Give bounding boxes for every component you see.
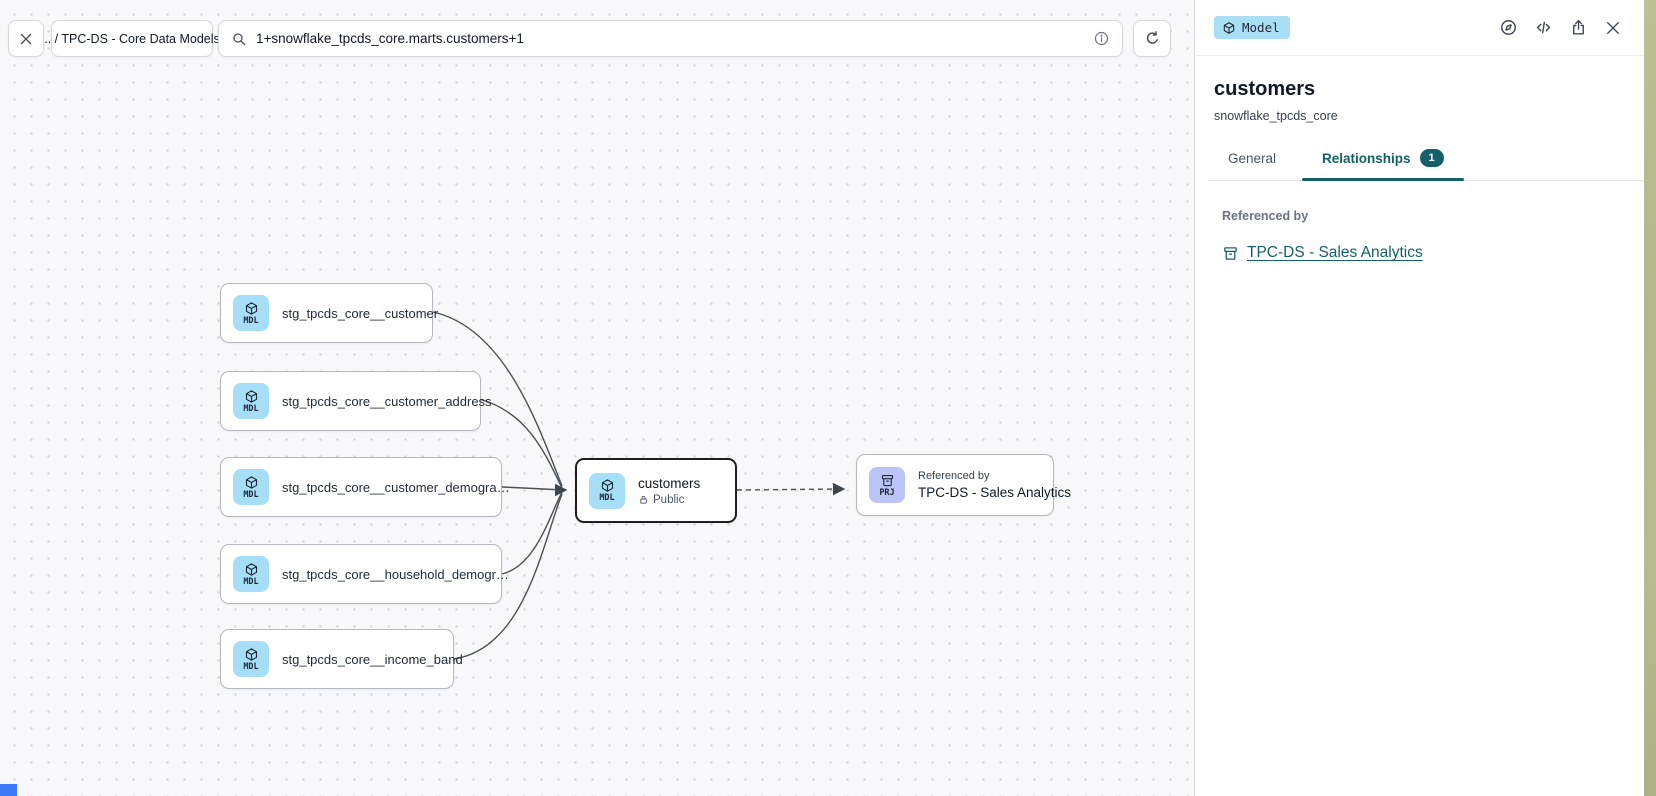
panel-header: Model xyxy=(1195,0,1644,56)
panel-tabs: General Relationships 1 xyxy=(1208,149,1644,181)
node-badge-label: MDL xyxy=(243,315,259,326)
model-cube-icon: MDL xyxy=(233,295,269,331)
model-node-customers-selected[interactable]: MDL customers Public xyxy=(575,458,737,523)
model-cube-icon: MDL xyxy=(233,469,269,505)
info-circle-icon[interactable] xyxy=(1093,30,1110,47)
archive-box-icon xyxy=(1224,246,1237,260)
node-badge-label: MDL xyxy=(243,661,259,672)
close-icon xyxy=(20,33,32,44)
model-node-stg-tpcds-core-customer[interactable]: MDL stg_tpcds_core__customer xyxy=(220,283,438,343)
node-label: stg_tpcds_core__customer xyxy=(282,305,439,321)
referenced-by-link-label: TPC-DS - Sales Analytics xyxy=(1247,244,1423,261)
node-badge-label: MDL xyxy=(599,493,615,504)
close-icon xyxy=(1607,21,1619,34)
node-badge-label: MDL xyxy=(243,576,259,587)
node-access-label: Public xyxy=(653,493,685,506)
node-badge-label: MDL xyxy=(243,403,259,414)
node-badge-label: PRJ xyxy=(879,487,895,498)
breadcrumb-button[interactable]: .. / TPC-DS - Core Data Models xyxy=(44,20,220,57)
details-panel: Model customers snowflake_tpcds_core xyxy=(1194,0,1644,796)
model-cube-icon: MDL xyxy=(233,383,269,419)
referenced-by-link[interactable]: TPC-DS - Sales Analytics xyxy=(1222,244,1625,262)
breadcrumb: .. / TPC-DS - Core Data Models xyxy=(44,31,220,46)
node-label: stg_tpcds_core__household_demogr… xyxy=(282,566,509,582)
lineage-selector-input[interactable] xyxy=(256,31,1084,46)
tab-relationships[interactable]: Relationships 1 xyxy=(1302,149,1464,181)
close-lineage-button[interactable] xyxy=(8,20,44,57)
magnifier-icon xyxy=(233,32,246,45)
resource-type-label: Model xyxy=(1242,20,1280,35)
tab-label: Relationships xyxy=(1322,150,1411,166)
share-button[interactable] xyxy=(1568,18,1588,38)
node-kicker: Referenced by xyxy=(918,470,990,482)
view-code-button[interactable] xyxy=(1533,18,1553,38)
node-label: stg_tpcds_core__customer_address xyxy=(282,393,492,409)
project-subtitle: snowflake_tpcds_core xyxy=(1214,109,1338,123)
lineage-canvas[interactable]: MDL stg_tpcds_core__customer MDL stg_tpc… xyxy=(0,0,1194,796)
compass-icon xyxy=(1500,20,1516,35)
model-node-stg-tpcds-core-customer-address[interactable]: MDL stg_tpcds_core__customer_address xyxy=(220,371,492,431)
refresh-button[interactable] xyxy=(1133,20,1171,57)
resource-type-badge: Model xyxy=(1214,16,1290,39)
model-cube-icon: MDL xyxy=(233,556,269,592)
cube-icon xyxy=(1223,21,1235,34)
code-icon xyxy=(1536,21,1550,34)
node-title: TPC-DS - Sales Analytics xyxy=(918,485,1072,500)
minimap-fragment xyxy=(0,784,17,796)
model-cube-icon: MDL xyxy=(233,641,269,677)
explore-button[interactable] xyxy=(1498,18,1518,38)
desktop-background-strip xyxy=(1644,0,1656,796)
share-icon xyxy=(1572,20,1584,35)
page-title: customers xyxy=(1214,78,1316,100)
refresh-icon xyxy=(1146,31,1158,44)
node-title: customers xyxy=(638,475,701,491)
model-cube-icon: MDL xyxy=(589,472,625,509)
referenced-by-label: Referenced by xyxy=(1222,209,1309,223)
node-badge-label: MDL xyxy=(243,489,259,500)
lock-icon xyxy=(640,495,647,504)
lineage-edges xyxy=(432,311,846,660)
model-node-stg-tpcds-core-household-demographics[interactable]: MDL stg_tpcds_core__household_demogr… xyxy=(220,544,509,604)
node-label: stg_tpcds_core__income_band xyxy=(282,651,463,667)
tab-label: General xyxy=(1228,150,1277,166)
project-archive-icon: PRJ xyxy=(869,467,905,503)
project-node-tpcds-sales-analytics[interactable]: PRJ Referenced by TPC-DS - Sales Analyti… xyxy=(856,454,1071,516)
lineage-selector-bar[interactable] xyxy=(218,20,1123,57)
close-panel-button[interactable] xyxy=(1603,18,1623,38)
tab-general[interactable]: General xyxy=(1208,149,1296,180)
node-label: stg_tpcds_core__customer_demogra… xyxy=(282,479,510,495)
model-node-stg-tpcds-core-customer-demographics[interactable]: MDL stg_tpcds_core__customer_demogra… xyxy=(220,457,510,517)
model-node-stg-tpcds-core-income-band[interactable]: MDL stg_tpcds_core__income_band xyxy=(220,629,463,689)
relationships-count-badge: 1 xyxy=(1419,149,1444,167)
